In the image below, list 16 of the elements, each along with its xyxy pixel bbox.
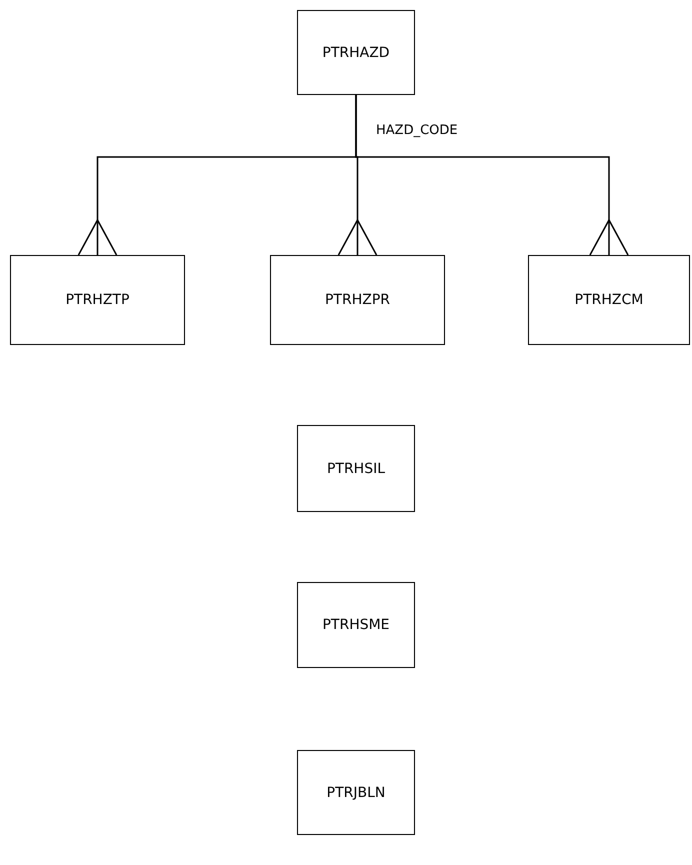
table-name: PTRHSME	[322, 617, 390, 633]
table-box	[528, 255, 690, 345]
relationship-line	[355, 95, 629, 256]
table-name: PTRHZCM	[574, 292, 644, 308]
table-box	[10, 255, 185, 345]
table-name: PTRHAZD	[322, 44, 390, 60]
table-name: PTRJBLN	[326, 784, 386, 800]
table-name: PTRHZTP	[66, 292, 130, 308]
table-box	[297, 750, 415, 835]
table-box	[297, 582, 415, 668]
edge-label: HAZD_CODE	[374, 123, 460, 138]
table-box	[297, 10, 415, 95]
table-name: PTRHZPR	[324, 292, 390, 308]
table-name: PTRHSIL	[326, 460, 386, 476]
table-box	[297, 425, 415, 512]
table-box	[270, 255, 445, 345]
